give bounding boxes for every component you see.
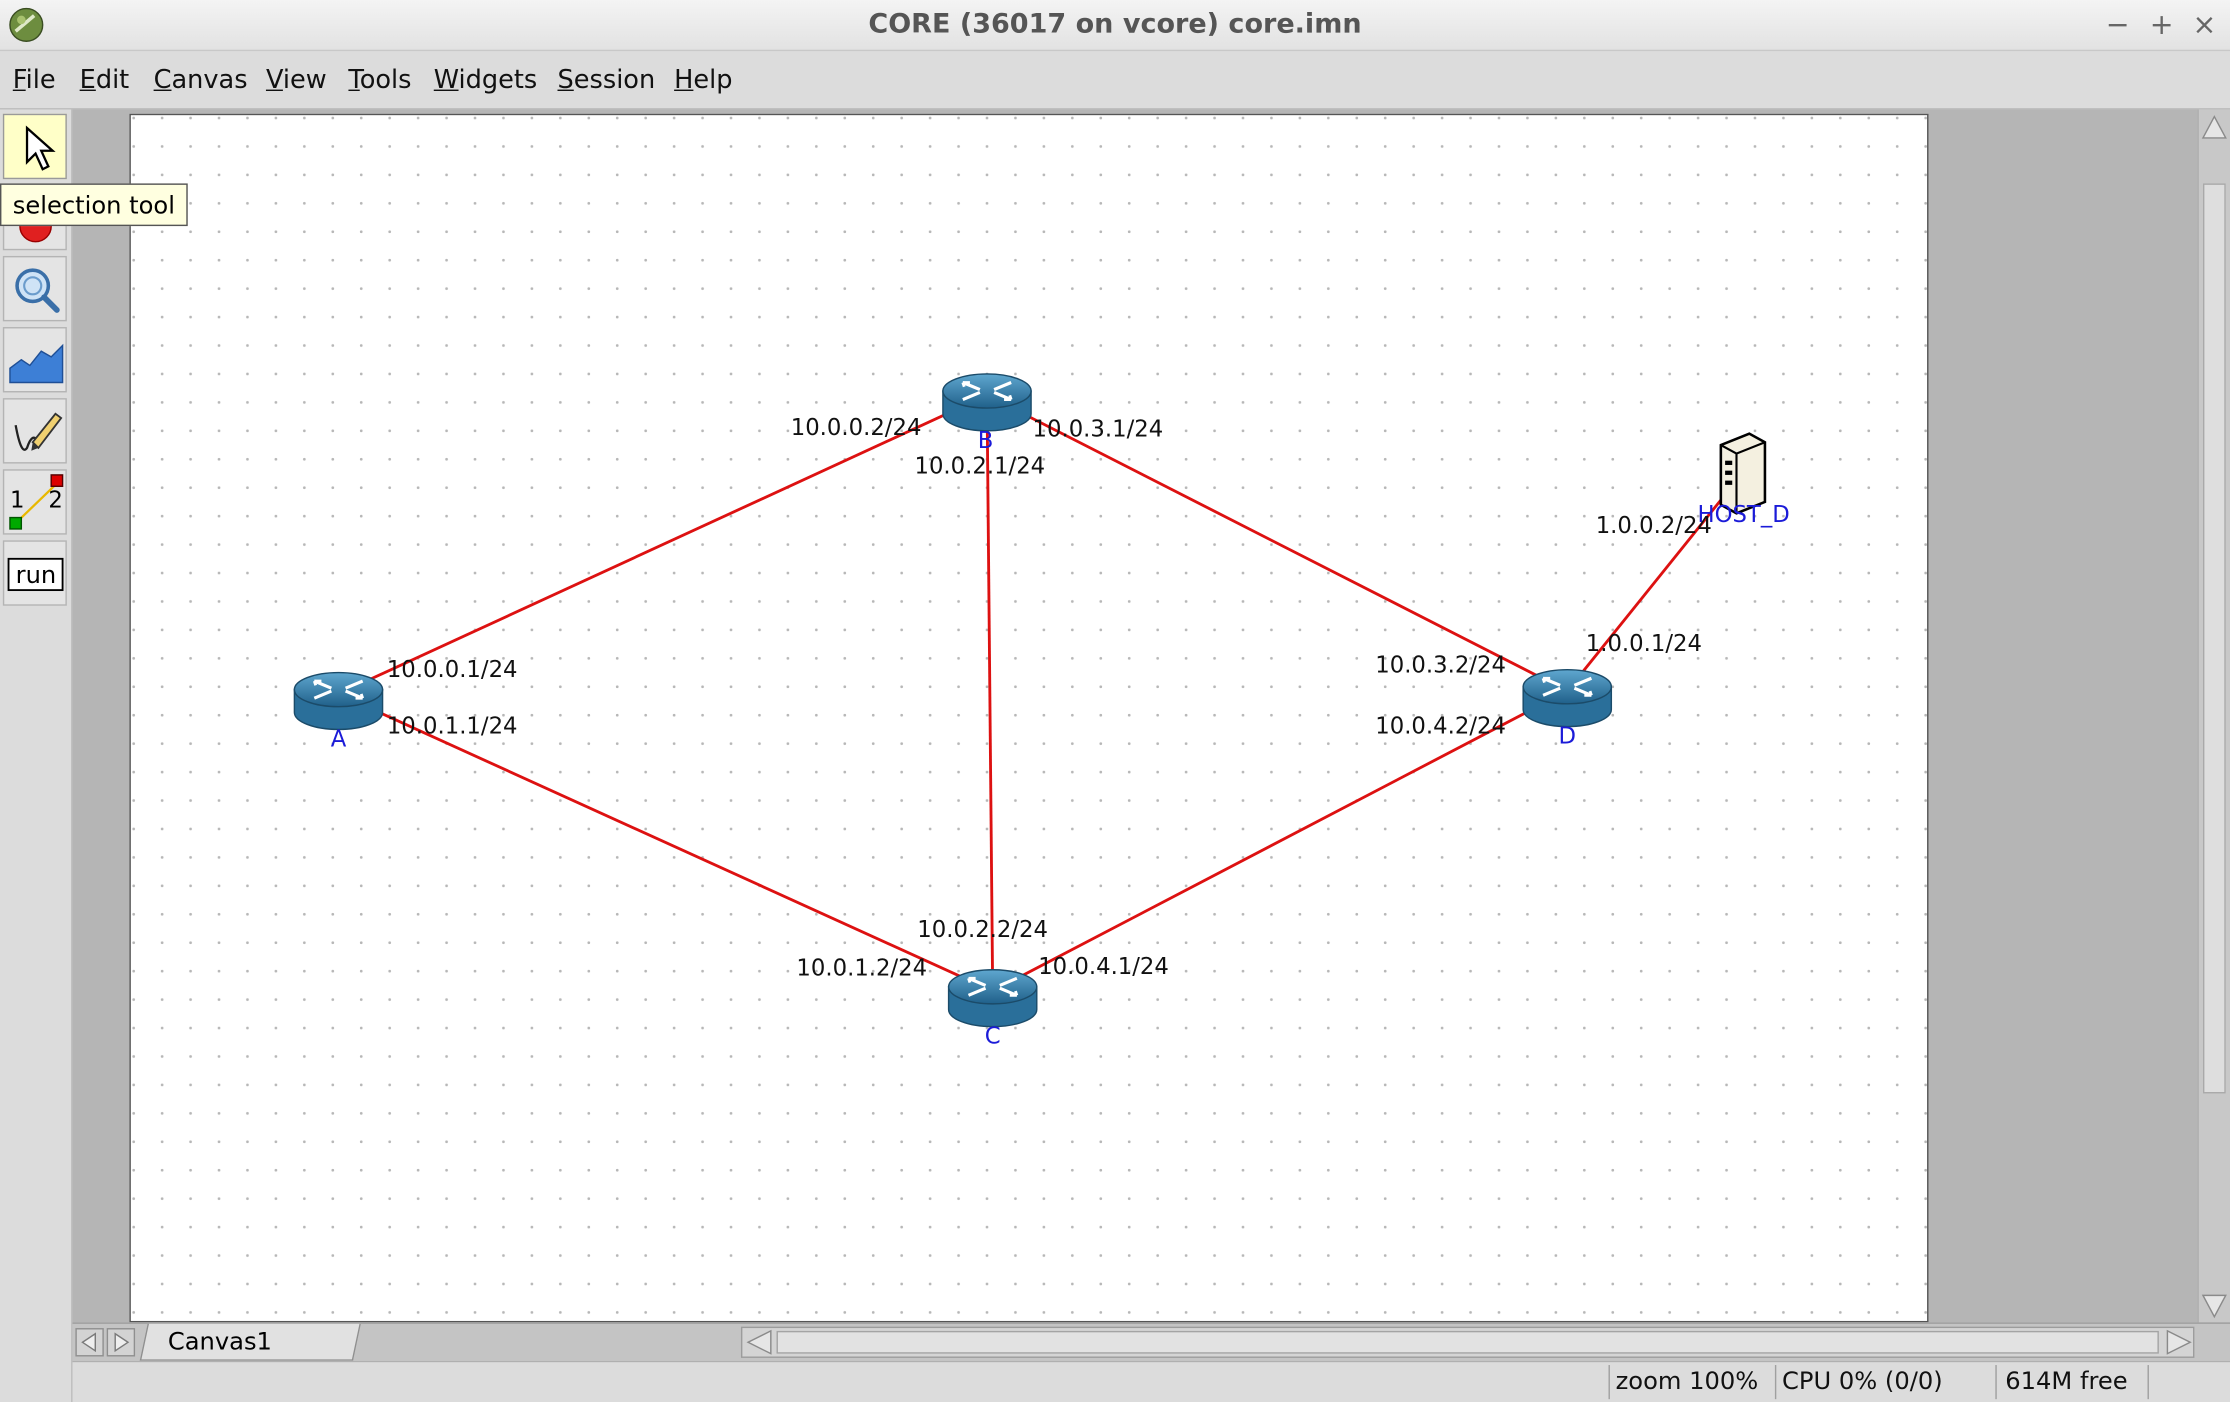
- menu-mnemonic: C: [153, 65, 172, 96]
- menu-mnemonic: T: [348, 65, 360, 96]
- status-zoom: zoom 100%: [1608, 1365, 1774, 1400]
- vertical-scrollbar[interactable]: [2197, 109, 2230, 1323]
- link-c-d[interactable]: [992, 689, 1568, 993]
- network-topology: A B C D HOST_D 10.0.0.1/24 10.0.0.2/24 1…: [292, 372, 1790, 1050]
- menu-file[interactable]: File: [13, 65, 56, 95]
- tab-next-icon: [114, 1332, 130, 1353]
- menu-help[interactable]: Help: [674, 65, 732, 95]
- window-title: CORE (36017 on vcore) core.imn: [868, 8, 1362, 40]
- if-label-d-host: 1.0.0.1/24: [1586, 631, 1702, 657]
- menu-label: elp: [693, 65, 733, 96]
- if-label-host-d: 1.0.0.2/24: [1596, 513, 1712, 539]
- pen-marker-icon: [14, 412, 63, 451]
- router-node-b[interactable]: [941, 372, 1033, 433]
- menu-mnemonic: E: [79, 65, 96, 96]
- menu-tools[interactable]: Tools: [348, 65, 411, 95]
- tab-prev-button[interactable]: [75, 1328, 104, 1357]
- link-a-b[interactable]: [337, 393, 988, 696]
- arrow-pointer-icon: [25, 125, 56, 171]
- marker-tool-button[interactable]: [2, 398, 67, 464]
- link-a-c[interactable]: [337, 692, 994, 993]
- selection-tool-button[interactable]: [2, 113, 67, 180]
- if-label-c-b: 10.0.2.2/24: [917, 917, 1048, 943]
- node-label-a: A: [331, 727, 347, 753]
- status-bar: zoom 100% CPU 0% (0/0) 614M free: [72, 1360, 2230, 1402]
- host-node[interactable]: [1719, 432, 1767, 515]
- canvas-viewport[interactable]: A B C D HOST_D 10.0.0.1/24 10.0.0.2/24 1…: [72, 109, 2198, 1323]
- link-b-d[interactable]: [986, 394, 1568, 693]
- menu-mnemonic: H: [674, 65, 694, 96]
- minimize-button[interactable]: −: [2105, 7, 2130, 42]
- run-tool-button[interactable]: run: [2, 540, 67, 606]
- if-label-b-c: 10.0.2.1/24: [914, 453, 1045, 479]
- menu-canvas[interactable]: Canvas: [154, 65, 248, 95]
- scroll-arrows-icon: [2201, 115, 2227, 1319]
- link-b-c[interactable]: [985, 395, 995, 992]
- if-label-d-c: 10.0.4.2/24: [1375, 714, 1506, 740]
- status-memory: 614M free: [1995, 1365, 2147, 1400]
- topology-canvas[interactable]: A B C D HOST_D 10.0.0.1/24 10.0.0.2/24 1…: [129, 113, 1929, 1323]
- menu-session[interactable]: Session: [557, 65, 655, 95]
- core-app-icon: [9, 7, 44, 42]
- tab-canvas1[interactable]: Canvas1: [139, 1323, 361, 1361]
- node-label-b: B: [978, 428, 994, 454]
- status-spacer: [2147, 1365, 2230, 1400]
- status-cpu: CPU 0% (0/0): [1774, 1365, 1995, 1400]
- if-label-b-a: 10.0.0.2/24: [791, 415, 922, 441]
- node-label-d: D: [1558, 724, 1576, 750]
- menu-label: ools: [359, 65, 412, 96]
- vertical-scroll-thumb[interactable]: [2202, 183, 2226, 1094]
- node-label-host-d: HOST_D: [1697, 502, 1789, 528]
- tool-palette: 1 2 run: [0, 109, 73, 1402]
- if-label-d-b: 10.0.3.2/24: [1375, 653, 1506, 679]
- run-icon: run: [7, 557, 64, 592]
- maximize-button[interactable]: +: [2149, 7, 2174, 42]
- run-label: run: [16, 561, 57, 589]
- title-bar: CORE (36017 on vcore) core.imn − + ×: [0, 0, 2230, 52]
- horizontal-scroll-thumb[interactable]: [776, 1330, 2159, 1354]
- canvas-tab-row: Canvas1: [72, 1322, 2230, 1361]
- menu-label: dit: [95, 65, 130, 96]
- menu-label: ession: [573, 65, 656, 96]
- horizontal-scrollbar[interactable]: [740, 1326, 2195, 1358]
- router-node-c[interactable]: [947, 968, 1039, 1029]
- tab-prev-icon: [81, 1332, 96, 1353]
- menu-mnemonic: S: [557, 65, 574, 96]
- two-node-label-2: 2: [48, 488, 62, 514]
- tab-next-button[interactable]: [106, 1328, 136, 1357]
- tab-label: Canvas1: [167, 1328, 272, 1357]
- menu-label: idgets: [458, 65, 538, 96]
- observer-tool-button[interactable]: [2, 255, 67, 322]
- zoom-magnifier-icon: [15, 268, 60, 313]
- menu-widgets[interactable]: Widgets: [434, 65, 538, 95]
- if-label-b-d: 10.0.3.1/24: [1033, 417, 1164, 443]
- two-node-tool-button[interactable]: 1 2: [2, 469, 67, 535]
- router-node-a[interactable]: [292, 670, 385, 732]
- menu-label: ile: [25, 65, 56, 96]
- menu-label: anvas: [171, 65, 248, 96]
- menu-label: iew: [282, 65, 327, 96]
- hscroll-arrows-icon: [746, 1329, 2192, 1355]
- link-d-host[interactable]: [1566, 472, 1744, 692]
- if-label-c-d: 10.0.4.1/24: [1038, 954, 1169, 980]
- area-chart-icon: [9, 343, 64, 384]
- if-label-c-a: 10.0.1.2/24: [796, 955, 927, 981]
- plot-tool-button[interactable]: [2, 327, 67, 393]
- menu-mnemonic: W: [433, 65, 459, 96]
- menu-mnemonic: V: [265, 65, 283, 96]
- if-label-a-c: 10.0.1.1/24: [387, 714, 518, 740]
- menu-edit[interactable]: Edit: [80, 65, 130, 95]
- if-label-a-b: 10.0.0.1/24: [387, 657, 518, 683]
- close-button[interactable]: ×: [2192, 7, 2217, 42]
- two-node-link-icon: 1 2: [9, 474, 64, 530]
- selection-tool-tooltip: selection tool: [0, 183, 188, 227]
- menu-bar: File Edit Canvas View Tools Widgets Sess…: [0, 51, 2230, 110]
- node-label-c: C: [985, 1024, 1001, 1050]
- router-node-d[interactable]: [1521, 668, 1613, 729]
- two-node-label-1: 1: [10, 488, 24, 514]
- menu-mnemonic: F: [12, 65, 26, 96]
- menu-view[interactable]: View: [266, 65, 327, 95]
